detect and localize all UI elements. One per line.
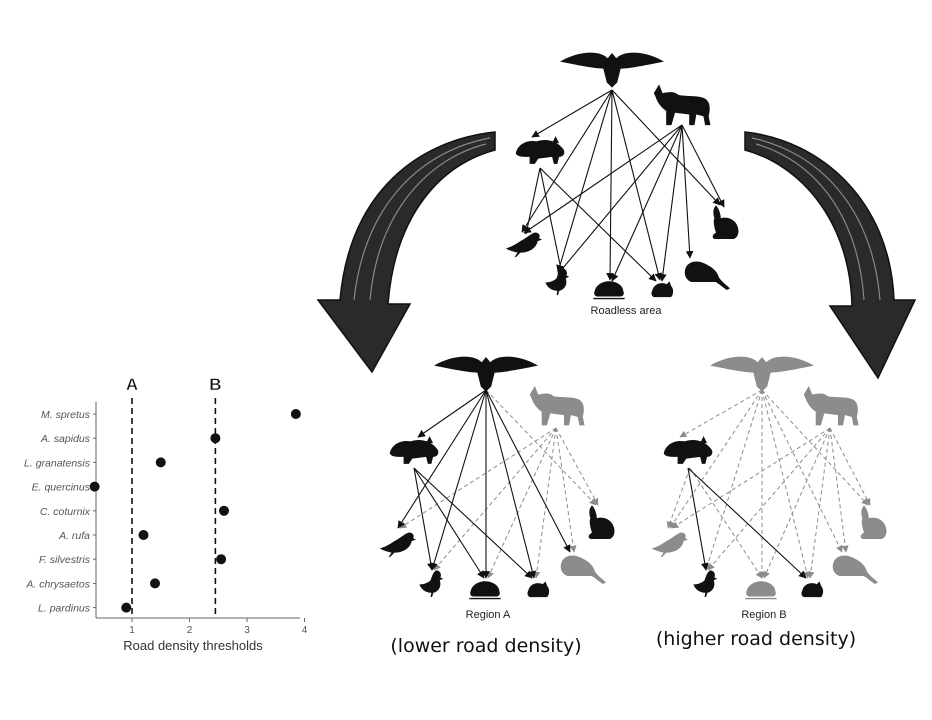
rabbit-icon (588, 505, 615, 539)
network-roadless-links (521, 89, 725, 282)
threshold-label-a: A (126, 375, 138, 394)
lynx-icon (803, 386, 859, 426)
quail-icon (545, 268, 570, 295)
golden-eagle-icon (560, 52, 664, 88)
partridge-icon (652, 532, 688, 557)
threshold-point (219, 505, 229, 516)
network-region-b: Region B (higher road density) (652, 356, 887, 650)
water-vole-icon (745, 581, 777, 600)
threshold-point (290, 409, 301, 419)
y-tick-label: F. silvestris (39, 554, 91, 566)
threshold-point (89, 481, 100, 492)
road-density-dot-plot: M. spretus A. sapidus L. granatensis E. que… (24, 375, 308, 653)
y-tick-label: C. coturnix (40, 506, 91, 518)
wildcat-icon (663, 436, 713, 464)
x-axis-title: Road density thresholds (123, 638, 263, 653)
dormouse-icon (560, 555, 606, 584)
y-tick-label: A. rufa (58, 530, 90, 542)
y-tick-labels: M. spretus A. sapidus L. granatensis E. que… (24, 409, 96, 615)
network-roadless: Roadless area (506, 52, 739, 317)
region-a-present-links (397, 389, 571, 579)
lynx-icon (653, 84, 711, 126)
region-b-present-links (687, 467, 807, 579)
caption-region-a: Region A (466, 609, 511, 621)
threshold-point (150, 578, 160, 589)
x-tick-label: 1 (129, 625, 135, 636)
threshold-points (89, 409, 301, 613)
rabbit-icon (860, 505, 887, 539)
y-tick-label: M. spretus (41, 409, 91, 421)
y-tick-label: A. sapidus (40, 433, 91, 445)
y-tick-label: A. chrysaetos (25, 578, 90, 590)
dormouse-icon (832, 555, 878, 584)
partridge-icon (380, 532, 416, 557)
x-tick-labels: 1 2 3 4 (129, 618, 308, 636)
caption-roadless: Roadless area (591, 305, 663, 317)
threshold-label-b: B (209, 375, 221, 394)
dormouse-icon (684, 261, 730, 290)
golden-eagle-icon (434, 356, 538, 392)
water-vole-icon (593, 281, 625, 300)
threshold-point (216, 554, 227, 565)
water-vole-icon (469, 581, 501, 600)
wildcat-icon (515, 136, 565, 164)
threshold-point (210, 433, 221, 444)
threshold-point (121, 602, 132, 613)
x-tick-label: 4 (302, 625, 308, 636)
region-b-lost-links (666, 389, 871, 579)
quail-icon (693, 570, 718, 597)
network-region-a: Region A (lower road density) (380, 356, 615, 657)
threshold-point (155, 457, 166, 468)
y-tick-label: L. pardinus (38, 603, 91, 615)
x-tick-label: 3 (244, 625, 250, 636)
region-a-lost-links (399, 389, 599, 579)
note-region-a: (lower road density) (390, 635, 581, 657)
lynx-icon (529, 386, 585, 426)
y-tick-label: L. granatensis (24, 457, 91, 469)
curved-arrow-right (744, 131, 917, 380)
wildcat-icon (389, 436, 439, 464)
mouse-icon (801, 581, 824, 598)
x-tick-label: 2 (187, 625, 193, 636)
mouse-icon (527, 581, 550, 598)
rabbit-icon (712, 205, 739, 239)
partridge-icon (506, 232, 542, 257)
mouse-icon (651, 281, 674, 298)
golden-eagle-icon (710, 356, 814, 392)
quail-icon (419, 570, 444, 597)
note-region-b: (higher road density) (656, 628, 856, 650)
y-tick-label: E. quercinus (32, 482, 91, 494)
caption-region-b: Region B (741, 609, 786, 621)
curved-arrow-left (316, 131, 496, 374)
threshold-point (138, 530, 149, 540)
